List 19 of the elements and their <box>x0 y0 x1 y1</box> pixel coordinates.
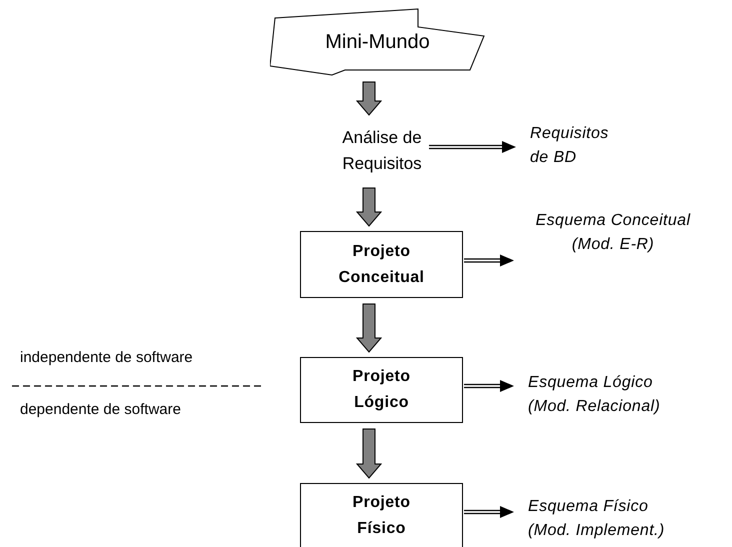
process-box: Projeto Conceitual <box>300 231 463 298</box>
block-arrow <box>356 82 382 116</box>
process-box: Projeto Lógico <box>300 357 463 423</box>
output-text: Esquema Físico (Mod. Implement.) <box>514 490 694 547</box>
double-arrow <box>463 506 514 518</box>
output-text: Esquema Lógico (Mod. Relacional) <box>514 365 700 425</box>
double-arrow <box>428 141 516 153</box>
note-text: independente de software <box>20 348 193 368</box>
double-arrow <box>463 380 514 392</box>
process-box: Projeto Físico <box>300 483 463 547</box>
block-arrow <box>356 188 382 227</box>
step-text: Análise de Requisitos <box>336 120 428 182</box>
output-text: Esquema Conceitual (Mod. E-R) <box>514 198 714 268</box>
world-shape: Mini-Mundo <box>270 8 485 76</box>
block-arrow <box>356 304 382 353</box>
block-arrow <box>356 428 382 479</box>
output-text: Requisitos de BD <box>516 120 621 172</box>
double-arrow <box>463 254 514 266</box>
note-text: dependente de software <box>20 400 181 420</box>
